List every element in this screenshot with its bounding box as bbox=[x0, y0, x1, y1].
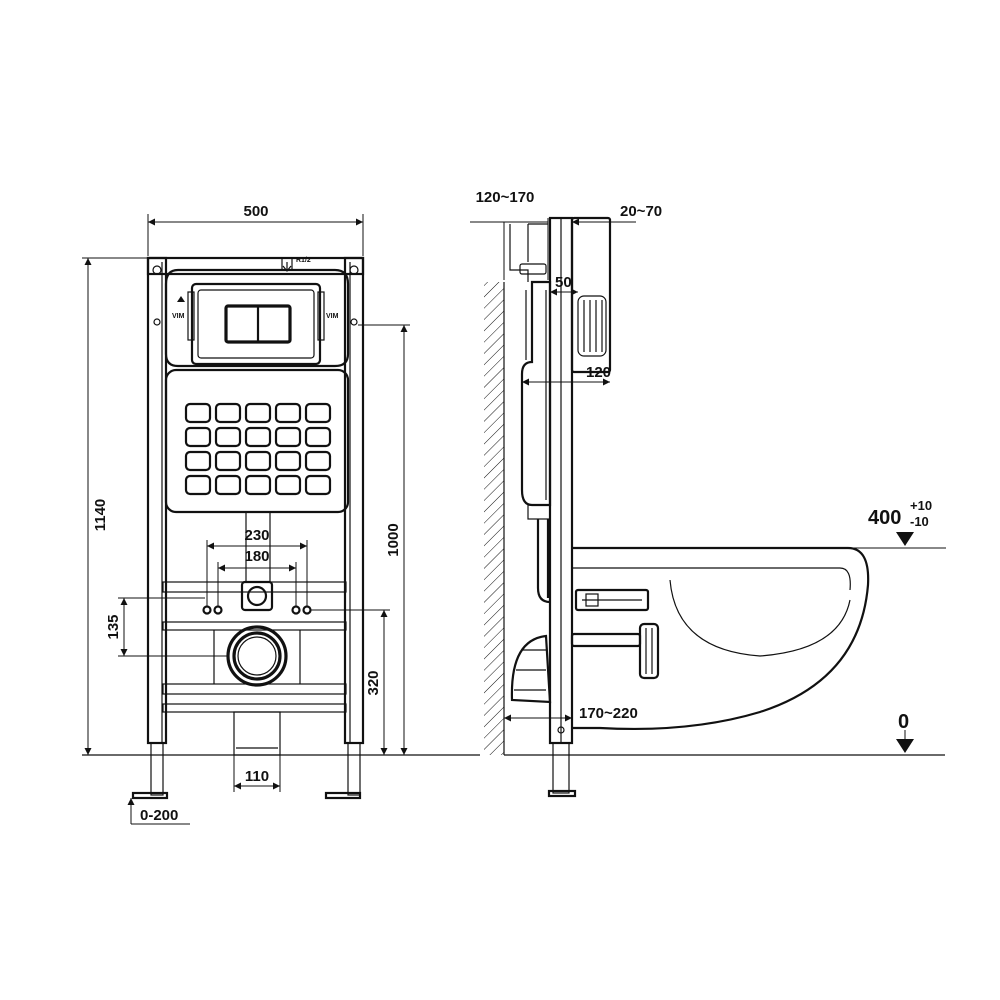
grid-cell bbox=[184, 426, 212, 448]
brand-left: VIM bbox=[172, 313, 185, 320]
cistern-grid bbox=[184, 402, 332, 496]
grid-cell bbox=[184, 402, 212, 424]
grid-cell bbox=[274, 450, 302, 472]
dim-1140: 1140 bbox=[82, 257, 148, 755]
dim-120: 120 bbox=[522, 364, 611, 386]
side-view: 120~170 20~70 50 120 400 +10 -10 bbox=[470, 189, 946, 798]
grid-cell bbox=[184, 450, 212, 472]
dim-135: 135 bbox=[105, 597, 228, 657]
grid-cell bbox=[244, 426, 272, 448]
plate-offset-label: 20~70 bbox=[620, 203, 662, 220]
front-view: R1/2 VIM VIM bbox=[82, 203, 480, 825]
grid-cell bbox=[274, 426, 302, 448]
grid-cell bbox=[214, 450, 242, 472]
grid-cell bbox=[244, 402, 272, 424]
outlet-height-label: 320 bbox=[365, 670, 382, 695]
dim-180: 180 bbox=[217, 548, 297, 606]
bolt-spacing-inner-label: 180 bbox=[244, 548, 269, 565]
grid-cell bbox=[274, 474, 302, 496]
frame-uprights bbox=[146, 256, 365, 745]
side-flush-plate bbox=[570, 216, 612, 374]
dim-320: 320 bbox=[310, 609, 390, 755]
dim-120-170: 120~170 bbox=[470, 189, 549, 280]
feet-adjust-label: 0-200 bbox=[140, 807, 178, 824]
cistern-body bbox=[164, 368, 350, 514]
grid-cell bbox=[214, 426, 242, 448]
grid-cell bbox=[274, 402, 302, 424]
drain-pipe bbox=[233, 711, 281, 756]
height-label: 1140 bbox=[92, 499, 109, 532]
outlet-distance-label: 170~220 bbox=[579, 705, 638, 722]
button-depth-label: 50 bbox=[555, 274, 572, 291]
dim-230: 230 bbox=[206, 527, 308, 606]
wall-hatching bbox=[484, 282, 504, 755]
side-drain bbox=[510, 622, 660, 704]
grid-cell bbox=[304, 474, 332, 496]
side-cistern bbox=[520, 280, 552, 604]
cross-rails bbox=[162, 581, 347, 713]
wall-bracket bbox=[509, 223, 548, 282]
dim-400: 400 +10 -10 bbox=[848, 498, 946, 549]
grid-cell bbox=[184, 474, 212, 496]
top-rail bbox=[146, 256, 365, 276]
seat-height-label: 400 bbox=[868, 507, 901, 529]
grid-cell bbox=[244, 450, 272, 472]
grid-cell bbox=[214, 402, 242, 424]
inlet-label: R1/2 bbox=[296, 257, 311, 264]
dim-1000: 1000 bbox=[358, 324, 410, 755]
outlet-width-label: 110 bbox=[245, 768, 269, 785]
grid-cell bbox=[304, 450, 332, 472]
floor-label: 0 bbox=[898, 711, 909, 733]
bolt-spacing-outer-label: 230 bbox=[244, 527, 269, 544]
grid-cell bbox=[304, 402, 332, 424]
cistern-depth-label: 120 bbox=[586, 364, 611, 381]
grid-cell bbox=[304, 426, 332, 448]
frame-feet bbox=[131, 742, 362, 800]
dim-110: 110 bbox=[233, 755, 281, 792]
grid-cell bbox=[244, 474, 272, 496]
dim-20-70: 20~70 bbox=[572, 203, 662, 226]
cistern-top: R1/2 VIM VIM bbox=[164, 257, 350, 368]
dim-170-220: 170~220 bbox=[504, 705, 638, 722]
dim-50: 50 bbox=[550, 274, 578, 296]
cistern-height-label: 1000 bbox=[385, 523, 402, 556]
brand-right: VIM bbox=[326, 313, 339, 320]
width-label: 500 bbox=[243, 203, 268, 220]
dim-0-200: 0-200 bbox=[127, 798, 190, 825]
toilet-bowl bbox=[571, 546, 870, 731]
drain-outlet bbox=[226, 625, 288, 687]
seat-tol-minus: -10 bbox=[910, 514, 929, 529]
dim-500: 500 bbox=[147, 203, 364, 256]
floor-marker: 0 bbox=[896, 711, 914, 753]
depth-label: 120~170 bbox=[476, 189, 535, 206]
grid-cell bbox=[214, 474, 242, 496]
side-mounting-bolts bbox=[574, 588, 650, 612]
bolt-height-label: 135 bbox=[105, 614, 122, 639]
seat-tol-plus: +10 bbox=[910, 498, 932, 513]
